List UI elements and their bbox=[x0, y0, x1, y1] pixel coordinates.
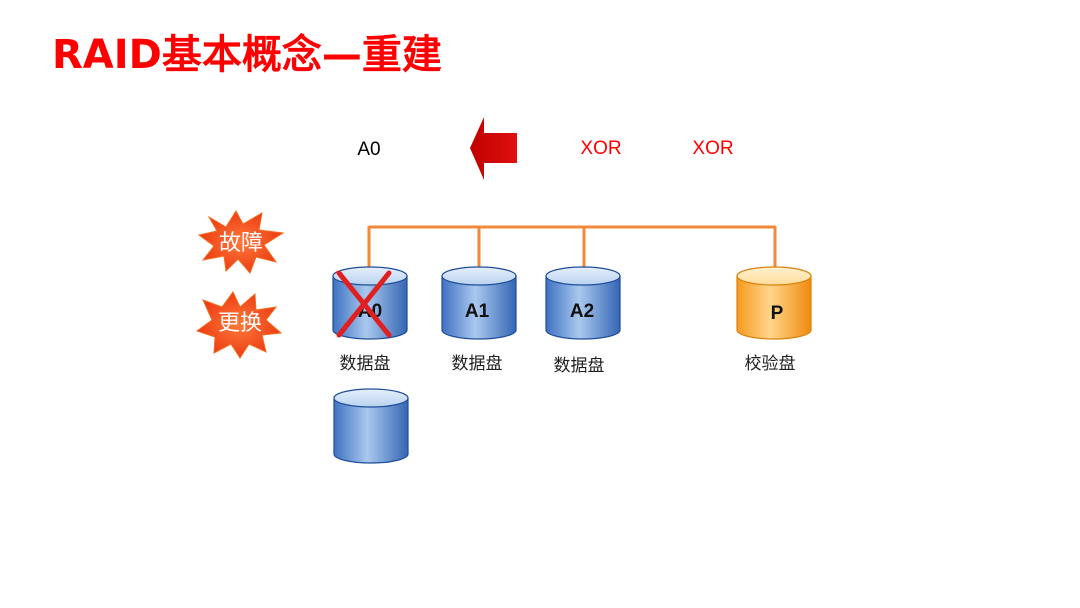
disk-a1-label: A1 bbox=[465, 301, 490, 322]
failed-cross-icon bbox=[336, 270, 392, 338]
xor-label-1: XOR bbox=[580, 138, 621, 159]
disk-a2-label: A2 bbox=[570, 301, 594, 322]
disk-a2-body bbox=[545, 275, 621, 340]
fault-burst: 故障 bbox=[197, 210, 285, 274]
disk-a0: A0 bbox=[332, 266, 408, 340]
slide-title: RAID基本概念—重建 bbox=[52, 32, 442, 78]
replace-burst-shape bbox=[195, 291, 283, 359]
disk-a1-body bbox=[441, 275, 517, 340]
disk-p-caption: 校验盘 bbox=[745, 354, 796, 374]
replacement-disk-top bbox=[333, 388, 409, 408]
disk-p: P bbox=[736, 266, 812, 340]
disk-a1: A1 bbox=[441, 266, 517, 340]
replacement-disk-body bbox=[333, 397, 409, 464]
disk-a2-top bbox=[545, 266, 621, 286]
disk-a2: A2 bbox=[545, 266, 621, 340]
disk-p-label: P bbox=[771, 303, 784, 324]
xor-label-2: XOR bbox=[692, 138, 733, 159]
disk-a1-top bbox=[441, 266, 517, 286]
disk-p-body bbox=[736, 275, 812, 340]
connection-bus bbox=[367, 225, 777, 268]
result-label: A0 bbox=[357, 139, 380, 160]
fault-burst-shape bbox=[197, 210, 285, 274]
disk-a2-caption: 数据盘 bbox=[554, 356, 605, 376]
disk-a0-caption: 数据盘 bbox=[340, 354, 391, 374]
replacement-disk bbox=[333, 388, 409, 464]
left-arrow-icon bbox=[470, 117, 517, 180]
replace-burst: 更换 bbox=[195, 291, 283, 359]
replace-label: 更换 bbox=[218, 311, 262, 336]
fault-label: 故障 bbox=[219, 231, 263, 256]
disk-p-top bbox=[736, 266, 812, 286]
disk-a1-caption: 数据盘 bbox=[452, 354, 503, 374]
